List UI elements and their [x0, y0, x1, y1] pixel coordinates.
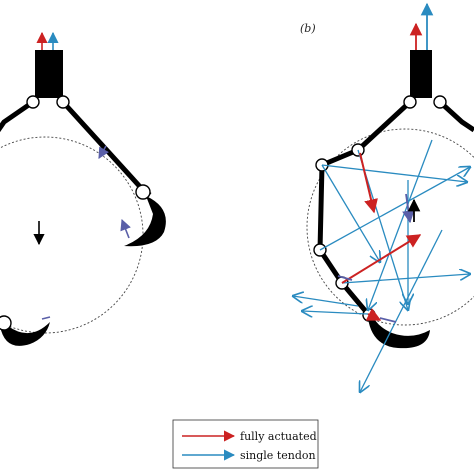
- blue-arrow-5: [341, 274, 470, 284]
- blue-arrow-6: [293, 296, 359, 307]
- panel-a: [0, 31, 166, 346]
- contact-arrow-a-3: [41, 316, 51, 320]
- fingertip-pad-a: [124, 196, 166, 247]
- joint-a-2: [56, 95, 70, 109]
- red-arrow-2: [341, 234, 422, 284]
- object-circle-b: [306, 128, 474, 326]
- palm-block-a: [35, 50, 63, 98]
- contact-arrow-a-1: [98, 145, 109, 159]
- legend-box: [172, 419, 319, 469]
- blue-arrow-8: [360, 229, 443, 392]
- finger-left-a: [0, 99, 35, 133]
- finger-right-a: [61, 100, 152, 198]
- finger-left-b: [317, 100, 412, 316]
- joint-a-3: [135, 184, 151, 200]
- joint-b-1: [403, 95, 417, 109]
- panel-b: (b): [293, 2, 474, 392]
- fingertip-pad-lower-a: [0, 322, 50, 346]
- finger-right-b: [438, 100, 474, 133]
- red-arrow-3: [365, 308, 382, 321]
- blue-arrow-7: [302, 311, 369, 314]
- contact-arrow-b-3: [379, 317, 397, 323]
- fully-actuated-arrows: [341, 152, 422, 321]
- legend: fully actuated single tendon: [172, 419, 319, 469]
- blue-arrow-3: [321, 164, 380, 262]
- blue-arrow-4: [319, 167, 470, 251]
- contact-arrow-a-2: [120, 218, 131, 239]
- legend-label-fully-actuated: fully actuated: [240, 430, 317, 443]
- palm-block-b: [410, 50, 432, 98]
- joint-a-4: [0, 315, 12, 331]
- red-arrow-1: [359, 152, 378, 214]
- joint-a-1: [26, 95, 40, 109]
- panel-b-label: (b): [300, 22, 316, 35]
- contact-arrow-b-2: [337, 275, 353, 281]
- blue-arrow-2: [321, 164, 467, 182]
- joint-b-2: [433, 95, 447, 109]
- blue-arrow-10: [368, 139, 433, 310]
- legend-label-single-tendon: single tendon: [240, 449, 316, 462]
- fingertip-pad-b: [368, 314, 430, 349]
